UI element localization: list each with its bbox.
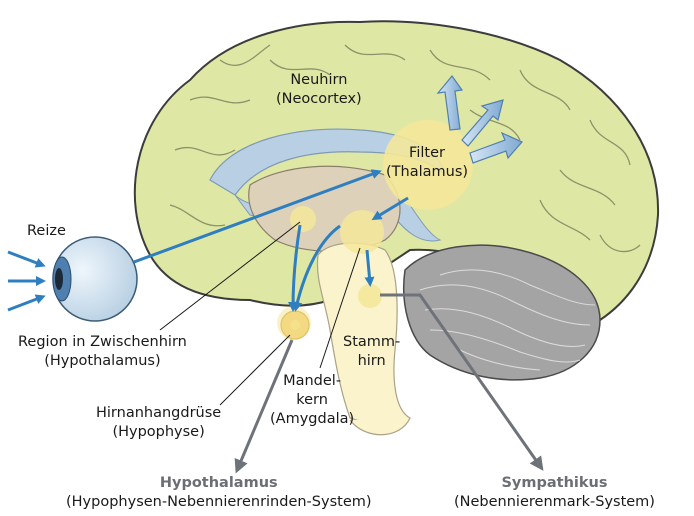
label-mandelkern: Mandel-kern(Amygdala) <box>270 372 354 429</box>
label-hypothalamus-system: Hypothalamus(Hypophysen-Nebennierenrinde… <box>66 474 372 512</box>
label-sympathikus-system: Sympathikus(Nebennierenmark-System) <box>454 474 655 512</box>
stimuli-arrows <box>8 252 42 310</box>
eye-icon <box>53 237 137 321</box>
pituitary-highlight <box>277 306 311 340</box>
label-filter-thalamus: Filter(Thalamus) <box>386 144 468 182</box>
label-region-zwischenhirn: Region in Zwischenhirn(Hypothalamus) <box>18 333 187 371</box>
label-hirnanhangdruese: Hirnanhangdrüse(Hypophyse) <box>96 404 221 442</box>
label-neuhirn: Neuhirn(Neocortex) <box>276 71 362 109</box>
brainstem-highlight <box>358 284 382 308</box>
label-reize: Reize <box>27 222 66 241</box>
label-stammhirn: Stamm-hirn <box>343 333 400 371</box>
hypothalamus-highlight <box>290 206 316 232</box>
